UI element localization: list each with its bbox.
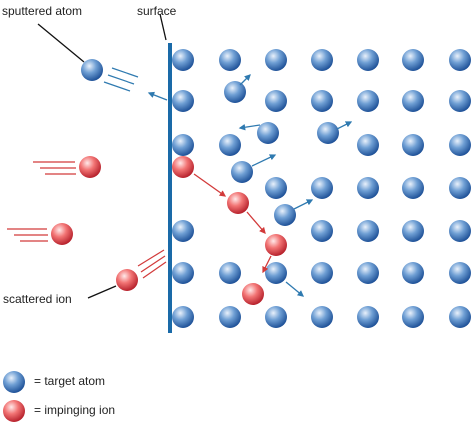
target-atom — [449, 177, 471, 199]
incoming-ion-1 — [33, 156, 101, 178]
recoil-arrow — [293, 199, 314, 210]
recoil-arrow — [239, 74, 251, 86]
target-atom — [219, 134, 241, 156]
recoil-arrow — [285, 281, 305, 297]
ion-trajectory — [172, 156, 287, 305]
scattered-ion-callout-line — [87, 285, 117, 299]
impinging-ion — [227, 192, 249, 214]
target-atom — [357, 220, 379, 242]
recoil-arrow — [251, 154, 277, 167]
target-atom — [274, 204, 296, 226]
motion-line — [137, 249, 165, 267]
motion-line — [140, 255, 166, 273]
target-atom — [172, 49, 194, 71]
target-atom — [402, 134, 424, 156]
target-atom — [219, 49, 241, 71]
recoil-arrow — [238, 124, 261, 131]
surface-callout-line — [159, 13, 167, 41]
scattered-ion — [116, 269, 138, 291]
target-atom — [172, 134, 194, 156]
target-atom — [449, 134, 471, 156]
target-atom — [311, 177, 333, 199]
target-atom — [265, 90, 287, 112]
impinging-ion — [51, 223, 73, 245]
target-atom — [357, 306, 379, 328]
target-atom — [357, 262, 379, 284]
legend-target-atom-label: = target atom — [34, 374, 106, 388]
motion-line — [103, 81, 131, 92]
target-atom — [402, 306, 424, 328]
legend-impinging-ion-marker — [3, 400, 25, 422]
target-atom-lattice — [172, 49, 471, 328]
target-atom — [357, 134, 379, 156]
target-atom — [219, 306, 241, 328]
target-atom — [265, 49, 287, 71]
motion-line — [107, 74, 135, 85]
legend-target-atom-marker — [3, 371, 25, 393]
target-atom — [402, 220, 424, 242]
target-atom — [265, 177, 287, 199]
surface-label: surface — [137, 4, 177, 18]
motion-line — [142, 261, 167, 279]
target-atom — [311, 90, 333, 112]
trajectory-arrow — [262, 255, 272, 274]
target-atom — [265, 306, 287, 328]
scattered-ion-motion-lines — [137, 249, 167, 279]
target-atom — [449, 90, 471, 112]
target-atom — [257, 122, 279, 144]
impinging-ion — [265, 234, 287, 256]
target-atom — [311, 49, 333, 71]
target-atom — [172, 262, 194, 284]
target-atom — [224, 81, 246, 103]
sputtered-atom-callout-line — [37, 23, 85, 63]
target-atom — [402, 177, 424, 199]
trajectory-arrow — [246, 211, 266, 234]
target-atom — [449, 220, 471, 242]
target-atom — [317, 122, 339, 144]
target-atom — [357, 49, 379, 71]
scattered-ion-label: scattered ion — [3, 292, 72, 306]
displaced-target-atoms — [224, 81, 339, 284]
target-atom — [357, 90, 379, 112]
sputtered-atom — [81, 59, 103, 81]
target-atom — [311, 262, 333, 284]
target-atom — [265, 262, 287, 284]
target-atom — [172, 220, 194, 242]
trajectory-arrow — [193, 173, 227, 197]
target-atom — [402, 262, 424, 284]
sputtered-atom-label: sputtered atom — [2, 4, 83, 18]
sputtered-atom-arrow — [147, 91, 168, 101]
target-atom — [449, 49, 471, 71]
impinging-ion — [242, 283, 264, 305]
target-atom — [402, 90, 424, 112]
recoil-arrow — [336, 121, 353, 130]
incoming-ion-2 — [7, 223, 73, 245]
impinging-ion — [79, 156, 101, 178]
impinging-ion — [172, 156, 194, 178]
target-atom — [449, 262, 471, 284]
target-atom — [172, 90, 194, 112]
target-atom — [402, 49, 424, 71]
legend-impinging-ion-label: = impinging ion — [34, 403, 116, 417]
target-atom — [172, 306, 194, 328]
recoil-arrows — [238, 74, 353, 297]
target-atom — [311, 306, 333, 328]
motion-line — [111, 67, 139, 78]
sputtered-atom-motion-lines — [103, 67, 139, 92]
target-atom — [231, 161, 253, 183]
target-atom — [311, 220, 333, 242]
target-atom — [219, 262, 241, 284]
target-atom — [357, 177, 379, 199]
target-atom — [449, 306, 471, 328]
